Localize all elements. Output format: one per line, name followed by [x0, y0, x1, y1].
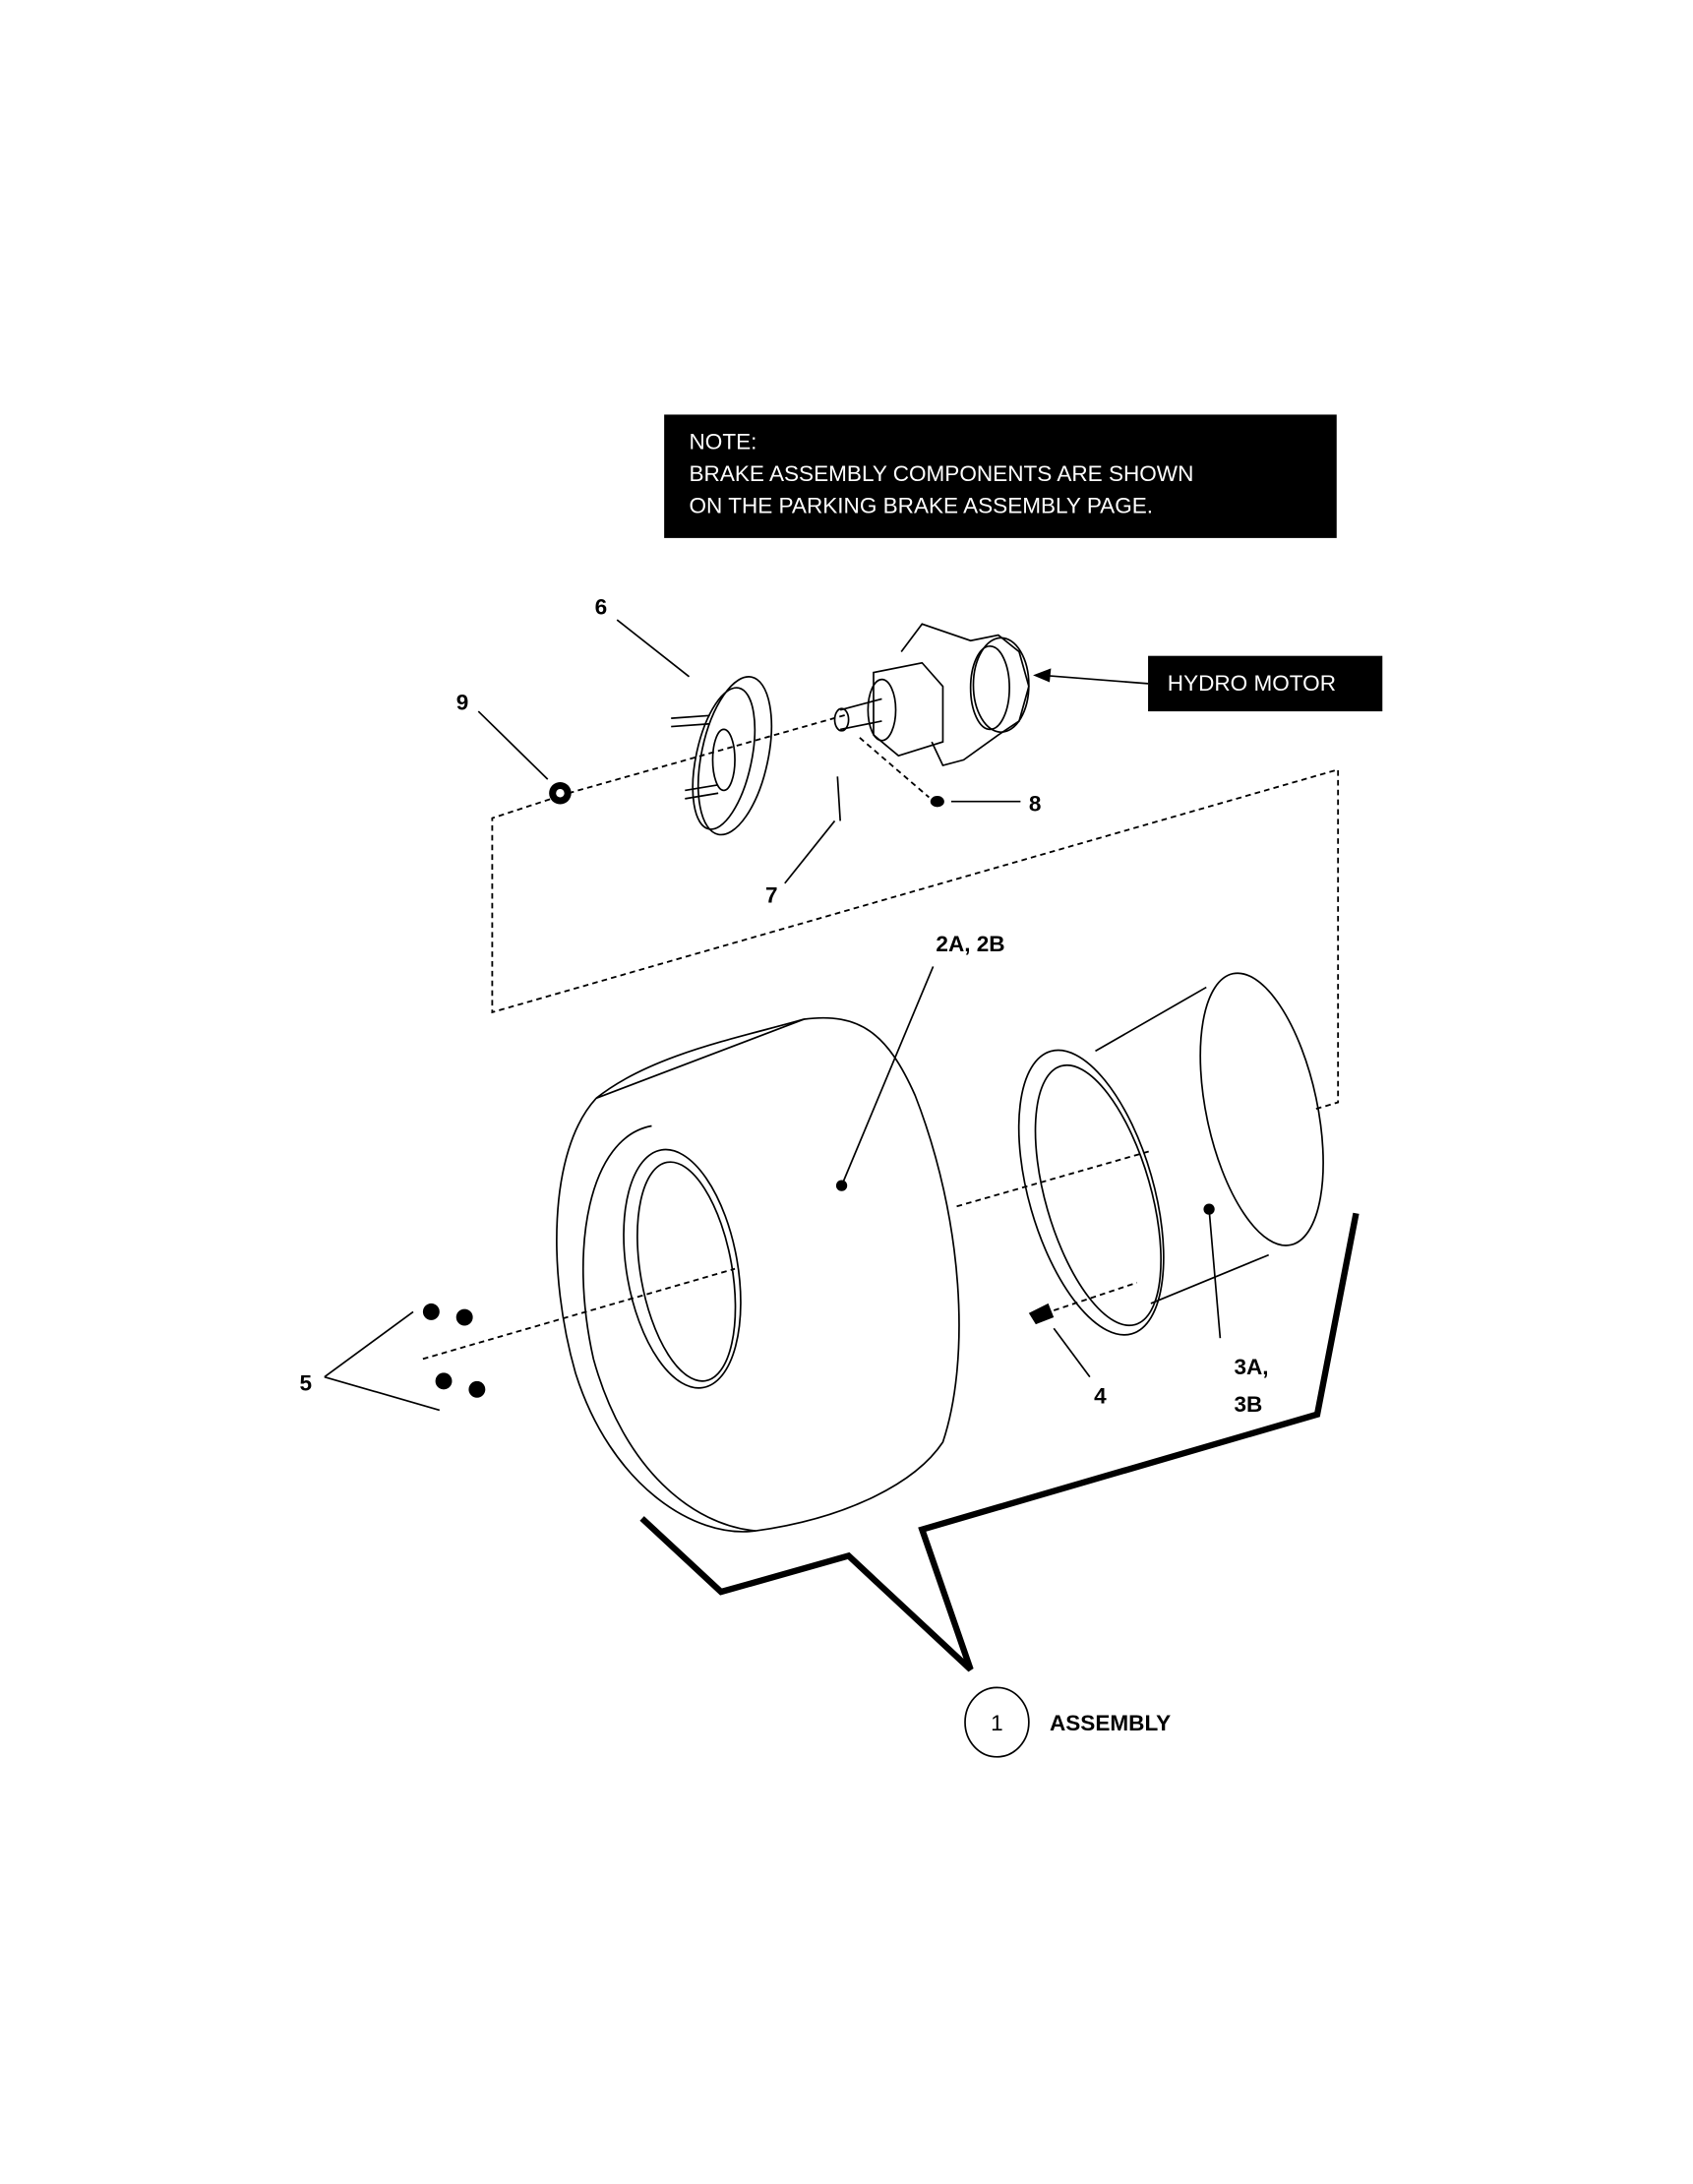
- label-part-9: 9: [456, 691, 469, 715]
- rim-part-3: [1017, 972, 1324, 1336]
- label-part-3b: 3B: [1234, 1392, 1262, 1417]
- assembly-bracket: [639, 1212, 1360, 1672]
- explode-lines: [422, 713, 1340, 1361]
- tire-part-2: [556, 1016, 960, 1533]
- key-part-7: [836, 776, 842, 821]
- label-assembly: ASSEMBLY: [1050, 1711, 1171, 1735]
- note-title: NOTE:: [690, 430, 757, 455]
- assembly-callout: 1 ASSEMBLY: [964, 1686, 1171, 1758]
- hub-part-6: [671, 676, 773, 836]
- label-part-1: 1: [991, 1711, 1003, 1735]
- label-part-4: 4: [1094, 1383, 1107, 1408]
- hydro-motor-label: HYDRO MOTOR: [1033, 655, 1383, 712]
- hydro-motor: [833, 623, 1030, 767]
- lug-nut-part-9: [549, 781, 572, 805]
- label-part-8: 8: [1029, 792, 1042, 817]
- arrow-head-icon: [1033, 668, 1052, 683]
- note-box: NOTE: BRAKE ASSEMBLY COMPONENTS ARE SHOW…: [664, 414, 1337, 538]
- label-part-3a: 3A,: [1234, 1355, 1268, 1379]
- valve-stem-part-4: [1028, 1303, 1055, 1325]
- label-part-2: 2A, 2B: [936, 932, 1004, 956]
- note-line-1: BRAKE ASSEMBLY COMPONENTS ARE SHOWN: [690, 461, 1194, 486]
- note-line-2: ON THE PARKING BRAKE ASSEMBLY PAGE.: [690, 494, 1154, 518]
- leader-lines: [324, 619, 1222, 1412]
- lug-nuts-part-5: [422, 1303, 486, 1398]
- label-part-6: 6: [595, 594, 608, 619]
- label-part-7: 7: [765, 883, 778, 908]
- label-part-5: 5: [299, 1371, 312, 1396]
- nut-part-8: [930, 796, 944, 808]
- svg-text:HYDRO MOTOR: HYDRO MOTOR: [1168, 671, 1336, 696]
